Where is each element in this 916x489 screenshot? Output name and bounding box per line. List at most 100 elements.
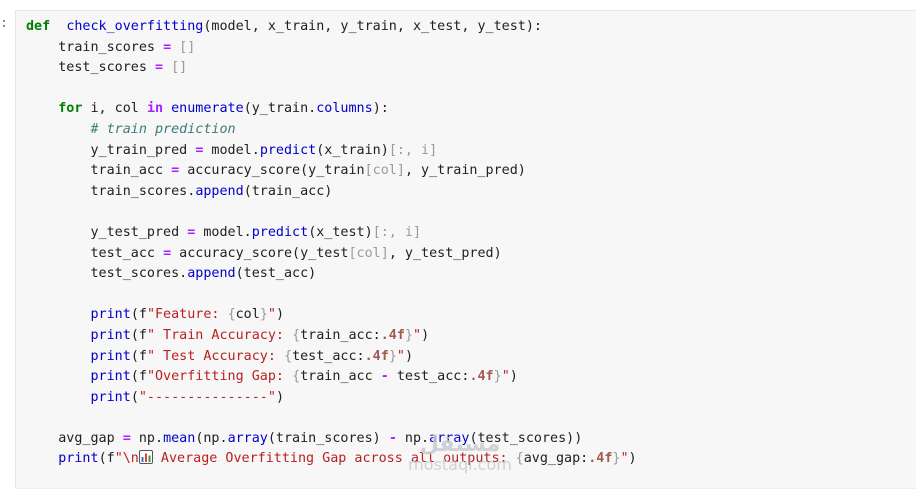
code-token [163, 101, 171, 116]
code-token: (f [98, 451, 115, 467]
code-token: (train_scores) [267, 430, 389, 446]
cell-prompt: : [0, 16, 8, 31]
code-line[interactable]: print(f" Test Accuracy: {test_acc:.4f}") [26, 347, 637, 368]
code-token: .4f [469, 369, 494, 385]
code-token: " Train Accuracy: [146, 327, 293, 343]
code-line[interactable]: train_scores = [] [26, 38, 637, 59]
code-line[interactable]: print(f" Train Accuracy: {train_acc:.4f}… [26, 326, 637, 347]
code-line[interactable]: test_scores = [] [26, 58, 637, 79]
code-token: append [195, 183, 244, 199]
code-token: in [146, 101, 164, 117]
code-line[interactable]: # train prediction [26, 120, 637, 141]
code-token: { [292, 327, 301, 343]
code-token: { [284, 348, 293, 364]
code-token: y_train_pred [26, 142, 196, 158]
code-token [26, 451, 58, 466]
code-token: .4f [380, 327, 405, 343]
code-line[interactable]: test_acc = accuracy_score(y_test[col], y… [26, 244, 637, 265]
code-token: = [163, 245, 172, 261]
bar-chart-icon [138, 450, 153, 465]
code-token: test_acc: [388, 369, 470, 385]
code-line[interactable]: print(f"\n Average Overfitting Gap acros… [26, 449, 637, 470]
code-token: y_test_pred [26, 224, 188, 240]
code-token: [col] [348, 245, 389, 261]
code-token: (test_scores)) [469, 430, 583, 446]
code-token: array [227, 430, 268, 446]
code-token: print [90, 389, 131, 405]
code-token: mean [163, 430, 196, 446]
code-token: (f [130, 307, 147, 323]
code-line[interactable]: for i, col in enumerate(y_train.columns)… [26, 99, 637, 120]
code-token: [] [171, 39, 196, 55]
code-token: [] [163, 60, 188, 76]
code-token: } [493, 369, 502, 385]
code-token: " [267, 307, 276, 323]
code-token: = [171, 163, 180, 179]
code-token: ) [421, 327, 430, 343]
code-token: [:, i] [372, 224, 422, 240]
code-token: "Overfitting Gap: [146, 369, 293, 385]
code-token: (test_acc) [235, 266, 317, 282]
code-token: " Test Accuracy: [146, 348, 284, 364]
code-token: append [187, 266, 236, 282]
code-token: Average Overfitting Gap across all outpu… [152, 451, 516, 467]
code-token: accuracy_score(y_test [171, 245, 349, 261]
code-token: = [122, 430, 131, 446]
code-token: print [90, 327, 131, 343]
code-line[interactable]: print(f"Feature: {col}") [26, 305, 637, 326]
code-token: print [90, 369, 131, 385]
code-line[interactable] [26, 285, 637, 306]
code-token: col [235, 307, 260, 323]
code-token: = [163, 39, 172, 55]
code-token: { [227, 307, 236, 323]
code-token: np. [130, 430, 164, 446]
code-token: " [620, 451, 629, 467]
code-token: " [501, 369, 510, 385]
code-line[interactable] [26, 408, 637, 429]
code-token: i, col [82, 101, 147, 117]
code-token: } [259, 307, 268, 323]
code-token: def [26, 19, 51, 34]
code-line[interactable]: def check_overfitting(model, x_train, y_… [26, 17, 637, 38]
code-token: model. [195, 224, 252, 240]
code-token [26, 328, 91, 343]
code-line[interactable] [26, 79, 637, 100]
code-token: ) [628, 451, 637, 467]
code-token: print [90, 348, 131, 364]
code-token: } [612, 451, 621, 467]
code-line[interactable]: train_acc = accuracy_score(y_train[col],… [26, 161, 637, 182]
code-token: { [515, 451, 524, 467]
code-token: (x_test) [308, 224, 373, 240]
code-token: avg_gap [26, 430, 123, 446]
code-line[interactable]: avg_gap = np.mean(np.array(train_scores)… [26, 429, 637, 450]
code-editor[interactable]: def check_overfitting(model, x_train, y_… [26, 17, 637, 470]
code-line[interactable]: y_test_pred = model.predict(x_test)[:, i… [26, 223, 637, 244]
code-line[interactable]: print(f"Overfitting Gap: {train_acc - te… [26, 367, 637, 388]
code-token: [:, i] [388, 142, 438, 158]
code-token [50, 19, 66, 34]
code-cell[interactable]: def check_overfitting(model, x_train, y_… [15, 10, 916, 489]
code-token: for [58, 101, 83, 117]
code-token: "Feature: [146, 307, 228, 323]
code-token: = [195, 142, 204, 158]
code-token: (x_train) [316, 142, 389, 158]
code-token: avg_gap: [523, 451, 589, 467]
code-token: # train prediction [26, 121, 236, 137]
code-token: (model, x_train, y_train, x_test, y_test… [203, 19, 542, 34]
code-line[interactable]: test_scores.append(test_acc) [26, 264, 637, 285]
code-line[interactable]: y_train_pred = model.predict(x_train)[:,… [26, 141, 637, 162]
code-token: "\n [114, 451, 139, 467]
code-token: model. [203, 142, 260, 158]
code-token: .4f [588, 451, 613, 467]
code-token: predict [259, 142, 317, 158]
code-token [26, 390, 91, 405]
code-token: print [58, 451, 99, 467]
code-line[interactable] [26, 202, 637, 223]
code-line[interactable]: train_scores.append(train_acc) [26, 182, 637, 203]
code-token: " [396, 348, 405, 364]
code-token: train_acc: [300, 327, 381, 343]
code-token: ): [372, 101, 389, 117]
code-line[interactable]: print("---------------") [26, 388, 637, 409]
code-token: " [413, 327, 422, 343]
